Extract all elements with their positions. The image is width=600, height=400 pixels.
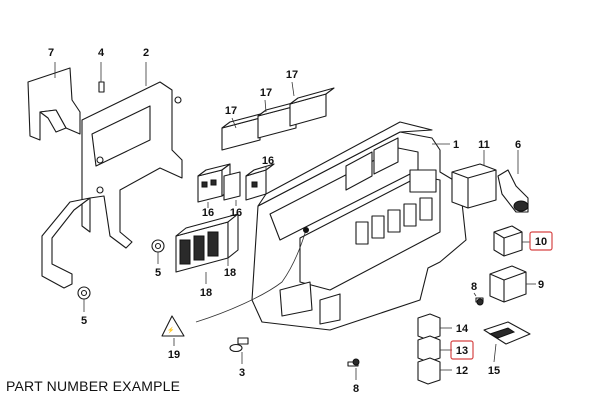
callout-1: 1 (453, 139, 459, 151)
highlight-box-10 (529, 231, 553, 251)
nut-part-5a (151, 239, 165, 264)
callout-16b: 16 (202, 207, 214, 219)
relay-part-11 (451, 150, 497, 209)
callout-13: 13 (456, 345, 468, 357)
callout-16a: 16 (262, 155, 274, 167)
callout-18b: 18 (200, 287, 212, 299)
screw-part-8a (473, 292, 484, 306)
callout-9: 9 (538, 279, 544, 291)
relay-stack-parts-12-14 (417, 313, 452, 385)
screw-part-3 (229, 337, 249, 364)
fuse-part-15 (483, 321, 531, 363)
fuse-box-part-1 (251, 121, 467, 331)
svg-text:⚡: ⚡ (167, 326, 174, 334)
callout-5a: 5 (155, 267, 161, 279)
callout-17b: 17 (260, 87, 272, 99)
fuse-holder-part-16 (197, 163, 275, 208)
callout-16c: 16 (230, 207, 242, 219)
callout-18a: 18 (224, 267, 236, 279)
callout-2: 2 (143, 47, 149, 59)
callout-11: 11 (478, 139, 490, 151)
callout-labels: 7 4 2 17 17 17 1 11 6 16 16 16 10 9 5 18… (48, 47, 547, 395)
relay-part-9 (489, 265, 536, 303)
callout-17c: 17 (225, 105, 237, 117)
callout-19: 19 (168, 349, 180, 361)
callout-5b: 5 (81, 315, 87, 327)
callout-8b: 8 (353, 383, 359, 395)
bracket-part-6 (497, 150, 529, 213)
highlight-box-13 (450, 340, 474, 360)
footer-caption: PART NUMBER EXAMPLE (6, 378, 181, 394)
callout-17a: 17 (286, 69, 298, 81)
callout-14: 14 (456, 323, 469, 335)
callout-8a: 8 (471, 281, 477, 293)
callout-3: 3 (239, 367, 245, 379)
screw-part-8b (347, 358, 360, 380)
strap-arm (41, 197, 91, 289)
callout-15: 15 (488, 365, 500, 377)
relay-part-10 (493, 225, 530, 257)
bracket-part-2 (81, 62, 183, 249)
relay-block-part-18 (175, 213, 239, 284)
relay-strip-part-17 (221, 81, 335, 151)
callout-6: 6 (515, 139, 521, 151)
callout-4: 4 (98, 47, 105, 59)
callout-12: 12 (456, 365, 468, 377)
bracket-part-7 (27, 62, 81, 141)
wire-harness-part-19: ⚡ (161, 227, 309, 346)
callout-7: 7 (48, 47, 54, 59)
nut-part-5b (77, 286, 91, 312)
callout-10: 10 (535, 236, 547, 248)
bolt-part-4 (98, 62, 105, 93)
